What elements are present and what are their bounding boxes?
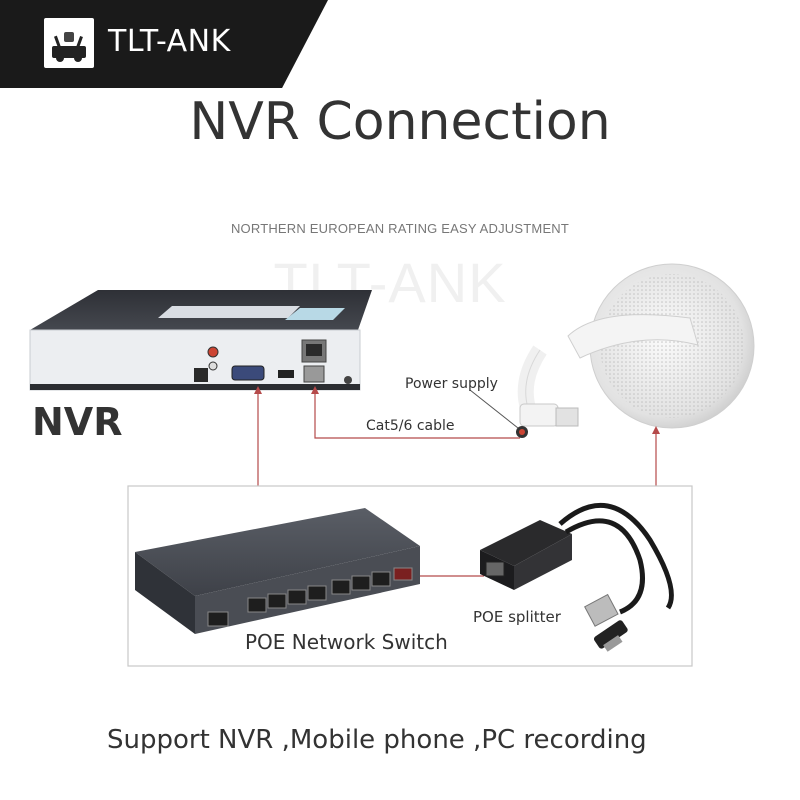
support-caption: Support NVR ,Mobile phone ,PC recording bbox=[107, 725, 647, 755]
arrow-up-icon bbox=[311, 386, 319, 394]
arrow-up-icon bbox=[652, 426, 660, 434]
brand-name: TLT-ANK bbox=[108, 24, 231, 59]
power-supply-label: Power supply bbox=[405, 376, 498, 392]
poe-splitter-label: POE splitter bbox=[473, 608, 561, 626]
cat-cable-wire bbox=[314, 390, 520, 439]
cat-cable-label: Cat5/6 cable bbox=[366, 418, 455, 434]
camera-device bbox=[516, 263, 755, 438]
poe-splitter-device bbox=[480, 502, 674, 652]
poe-switch-device bbox=[135, 508, 420, 634]
brand-logo bbox=[44, 18, 94, 68]
nvr-device bbox=[29, 290, 372, 391]
tagline: NORTHERN EUROPEAN RATING EASY ADJUSTMENT bbox=[230, 221, 570, 236]
nvr-label: NVR bbox=[32, 400, 123, 444]
bottom-frame bbox=[127, 485, 693, 667]
arrow-up-icon bbox=[254, 386, 262, 394]
power-supply-pointer bbox=[469, 389, 519, 429]
camera-logo-icon bbox=[52, 32, 86, 62]
poe-switch-label: POE Network Switch bbox=[245, 630, 448, 654]
page-title: NVR Connection bbox=[189, 92, 611, 152]
